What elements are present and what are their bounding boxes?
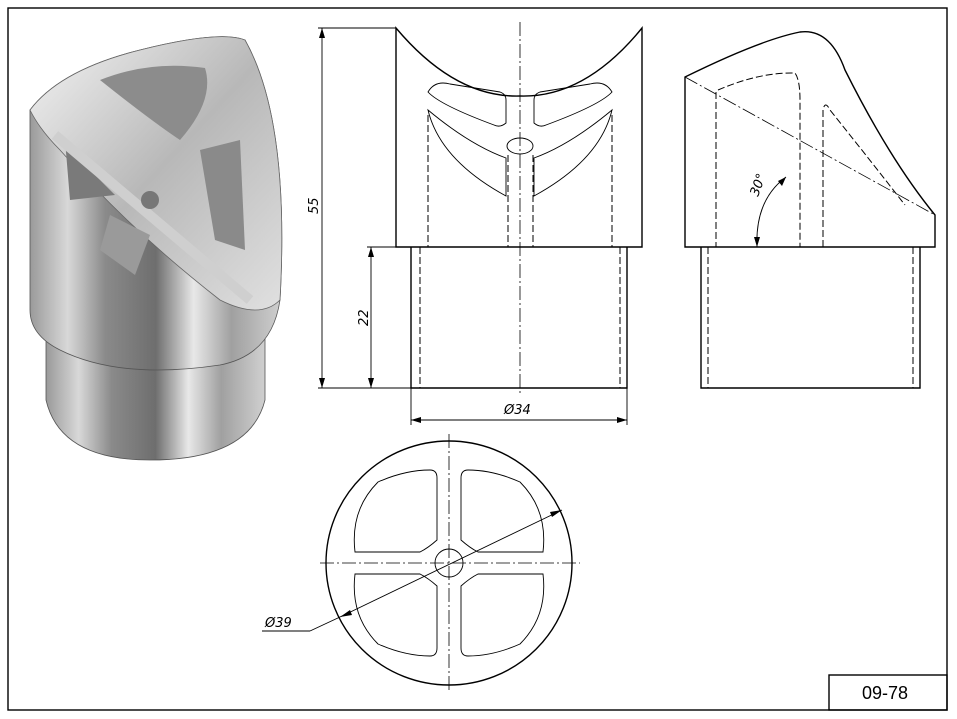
dimension-spigot-height: 22: [357, 246, 411, 388]
front-view: [395, 22, 643, 395]
dim-label-30deg: 30°: [748, 172, 770, 199]
drawing-border: [7, 7, 948, 711]
top-view: [320, 434, 580, 692]
dimension-overall-height: 55: [307, 27, 411, 389]
dimension-spigot-diameter: Ø34: [410, 388, 628, 425]
side-view: [684, 30, 936, 389]
dim-label-39: Ø39: [264, 616, 292, 631]
dim-label-34: Ø34: [503, 403, 531, 418]
dimension-outer-diameter: Ø39: [262, 509, 563, 632]
title-block: 09-78: [828, 674, 948, 711]
part-number: 09-78: [862, 683, 908, 703]
dimension-cut-angle: 30°: [748, 172, 787, 248]
isometric-render: [29, 36, 283, 461]
dim-label-55: 55: [307, 197, 322, 214]
dim-label-22: 22: [357, 309, 372, 326]
